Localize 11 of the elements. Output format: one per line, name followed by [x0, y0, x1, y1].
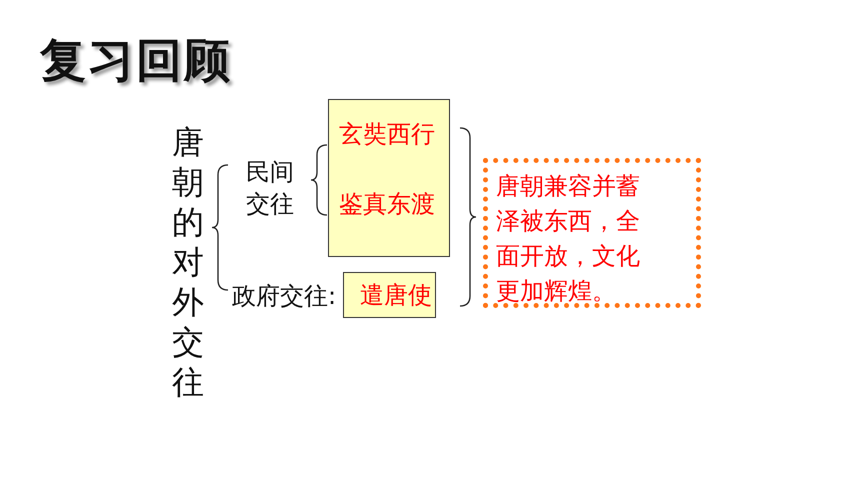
- summary-box: [483, 158, 701, 308]
- category-label: 政府交往:: [232, 281, 336, 312]
- summary-text: 唐朝兼容并蓄泽被东西，全面开放，文化更加辉煌。: [496, 171, 641, 307]
- category-label: 民间交往: [246, 157, 295, 220]
- event-text: 遣唐使: [360, 280, 432, 311]
- highlight-box: [328, 99, 450, 257]
- vertical-heading: 唐朝的对外交往: [172, 122, 205, 402]
- slide-title: 复习回顾: [40, 32, 232, 89]
- event-text: 鉴真东渡: [339, 189, 435, 220]
- event-text: 玄奘西行: [339, 119, 435, 150]
- highlight-box: [343, 272, 436, 318]
